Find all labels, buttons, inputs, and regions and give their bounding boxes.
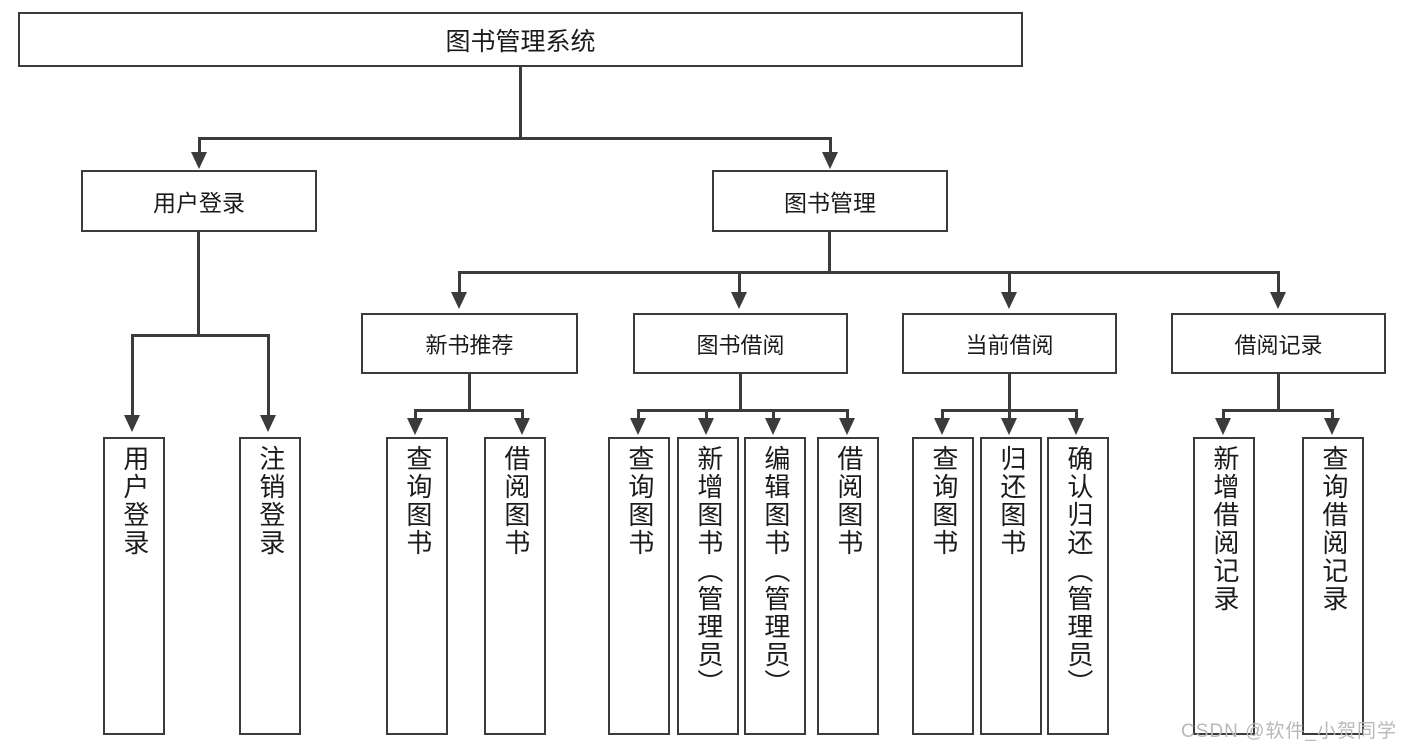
leaf-borrow-book-new: 借阅图书 [484, 437, 546, 735]
leaf-query-borrow-record: 查询借阅记录 [1302, 437, 1364, 735]
node-root-label: 图书管理系统 [445, 27, 596, 56]
arrowhead-leaf-13 [1324, 418, 1340, 435]
node-book-borrow-label: 图书借阅 [696, 332, 785, 358]
connector-borrow-record-stem [1277, 374, 1280, 412]
node-book-manage-label: 图书管理 [784, 190, 876, 216]
connector-book-borrow-drop-1 [637, 409, 640, 421]
connector-root-drop-right [829, 137, 832, 157]
leaf-label: 借阅图书 [833, 445, 864, 557]
node-current-borrow: 当前借阅 [902, 313, 1117, 374]
leaf-label: 用户登录 [119, 445, 150, 557]
connector-user-login-stem [197, 232, 200, 336]
node-borrow-record-label: 借阅记录 [1234, 332, 1323, 358]
leaf-query-book-new: 查询图书 [386, 437, 448, 735]
leaf-label: 查询图书 [624, 445, 655, 557]
leaf-edit-book-admin: 编辑图书（管理员） [744, 437, 806, 735]
arrowhead-to-current-borrow [1001, 292, 1017, 309]
leaf-query-book-current: 查询图书 [912, 437, 974, 735]
leaf-query-book: 查询图书 [608, 437, 670, 735]
connector-new-book-drop-2 [521, 409, 524, 421]
leaf-user-login: 用户登录 [103, 437, 165, 735]
leaf-label: 借阅图书 [500, 445, 531, 557]
arrowhead-to-book-manage [822, 152, 838, 169]
arrowhead-leaf-3 [407, 418, 423, 435]
leaf-logout: 注销登录 [239, 437, 301, 735]
watermark: CSDN @软件_小贺同学 [1181, 721, 1397, 742]
connector-book-manage-drop-4 [1277, 271, 1280, 295]
leaf-return-book: 归还图书 [980, 437, 1042, 735]
arrowhead-to-borrow-record [1270, 292, 1286, 309]
arrowhead-leaf-4 [514, 418, 530, 435]
connector-book-manage-bus [458, 271, 1280, 274]
connector-current-borrow-drop-3 [1075, 409, 1078, 421]
node-book-manage: 图书管理 [712, 170, 948, 232]
leaf-label: 查询借阅记录 [1318, 445, 1349, 613]
leaf-label: 确认归还（管理员） [1063, 445, 1094, 697]
connector-book-manage-stem [828, 232, 831, 274]
connector-book-borrow-drop-3 [772, 409, 775, 421]
leaf-add-book-admin: 新增图书（管理员） [677, 437, 739, 735]
connector-root-drop-left [198, 137, 201, 157]
connector-book-borrow-bus [637, 409, 849, 412]
arrowhead-leaf-1 [124, 415, 140, 432]
connector-borrow-record-bus [1222, 409, 1334, 412]
arrowhead-to-user-login [191, 152, 207, 169]
connector-book-manage-drop-1 [458, 271, 461, 295]
connector-root-stem [519, 67, 522, 139]
node-user-login-label: 用户登录 [153, 190, 245, 216]
node-user-login: 用户登录 [81, 170, 317, 232]
connector-current-borrow-drop-1 [941, 409, 944, 421]
connector-book-manage-drop-2 [738, 271, 741, 295]
arrowhead-leaf-11 [1068, 418, 1084, 435]
leaf-borrow-book: 借阅图书 [817, 437, 879, 735]
connector-root-bus [198, 137, 832, 140]
leaf-label: 新增图书（管理员） [693, 445, 724, 697]
arrowhead-leaf-10 [1001, 418, 1017, 435]
arrowhead-leaf-9 [934, 418, 950, 435]
leaf-label: 新增借阅记录 [1209, 445, 1240, 613]
leaf-label: 查询图书 [928, 445, 959, 557]
connector-user-login-drop-2 [267, 334, 270, 420]
node-new-book-recommend-label: 新书推荐 [425, 332, 514, 358]
node-current-borrow-label: 当前借阅 [965, 332, 1054, 358]
connector-new-book-drop-1 [414, 409, 417, 421]
arrowhead-leaf-7 [765, 418, 781, 435]
leaf-confirm-return-admin: 确认归还（管理员） [1047, 437, 1109, 735]
arrowhead-leaf-8 [839, 418, 855, 435]
connector-book-manage-drop-3 [1008, 271, 1011, 295]
connector-new-book-bus [414, 409, 524, 412]
node-borrow-record: 借阅记录 [1171, 313, 1386, 374]
arrowhead-to-new-book [451, 292, 467, 309]
leaf-label: 归还图书 [996, 445, 1027, 557]
connector-borrow-record-drop-1 [1222, 409, 1225, 421]
node-new-book-recommend: 新书推荐 [361, 313, 578, 374]
arrowhead-leaf-12 [1215, 418, 1231, 435]
arrowhead-leaf-2 [260, 415, 276, 432]
arrowhead-leaf-5 [630, 418, 646, 435]
leaf-add-borrow-record: 新增借阅记录 [1193, 437, 1255, 735]
arrowhead-leaf-6 [698, 418, 714, 435]
connector-borrow-record-drop-2 [1331, 409, 1334, 421]
connector-current-borrow-stem [1008, 374, 1011, 412]
node-root: 图书管理系统 [18, 12, 1023, 67]
connector-book-borrow-drop-4 [846, 409, 849, 421]
leaf-label: 注销登录 [255, 445, 286, 557]
connector-new-book-stem [468, 374, 471, 412]
connector-current-borrow-drop-2 [1008, 409, 1011, 421]
connector-book-borrow-drop-2 [705, 409, 708, 421]
connector-user-login-drop-1 [131, 334, 134, 420]
leaf-label: 编辑图书（管理员） [760, 445, 791, 697]
arrowhead-to-book-borrow [731, 292, 747, 309]
connector-book-borrow-stem [739, 374, 742, 412]
leaf-label: 查询图书 [402, 445, 433, 557]
connector-user-login-bus [131, 334, 270, 337]
node-book-borrow: 图书借阅 [633, 313, 848, 374]
